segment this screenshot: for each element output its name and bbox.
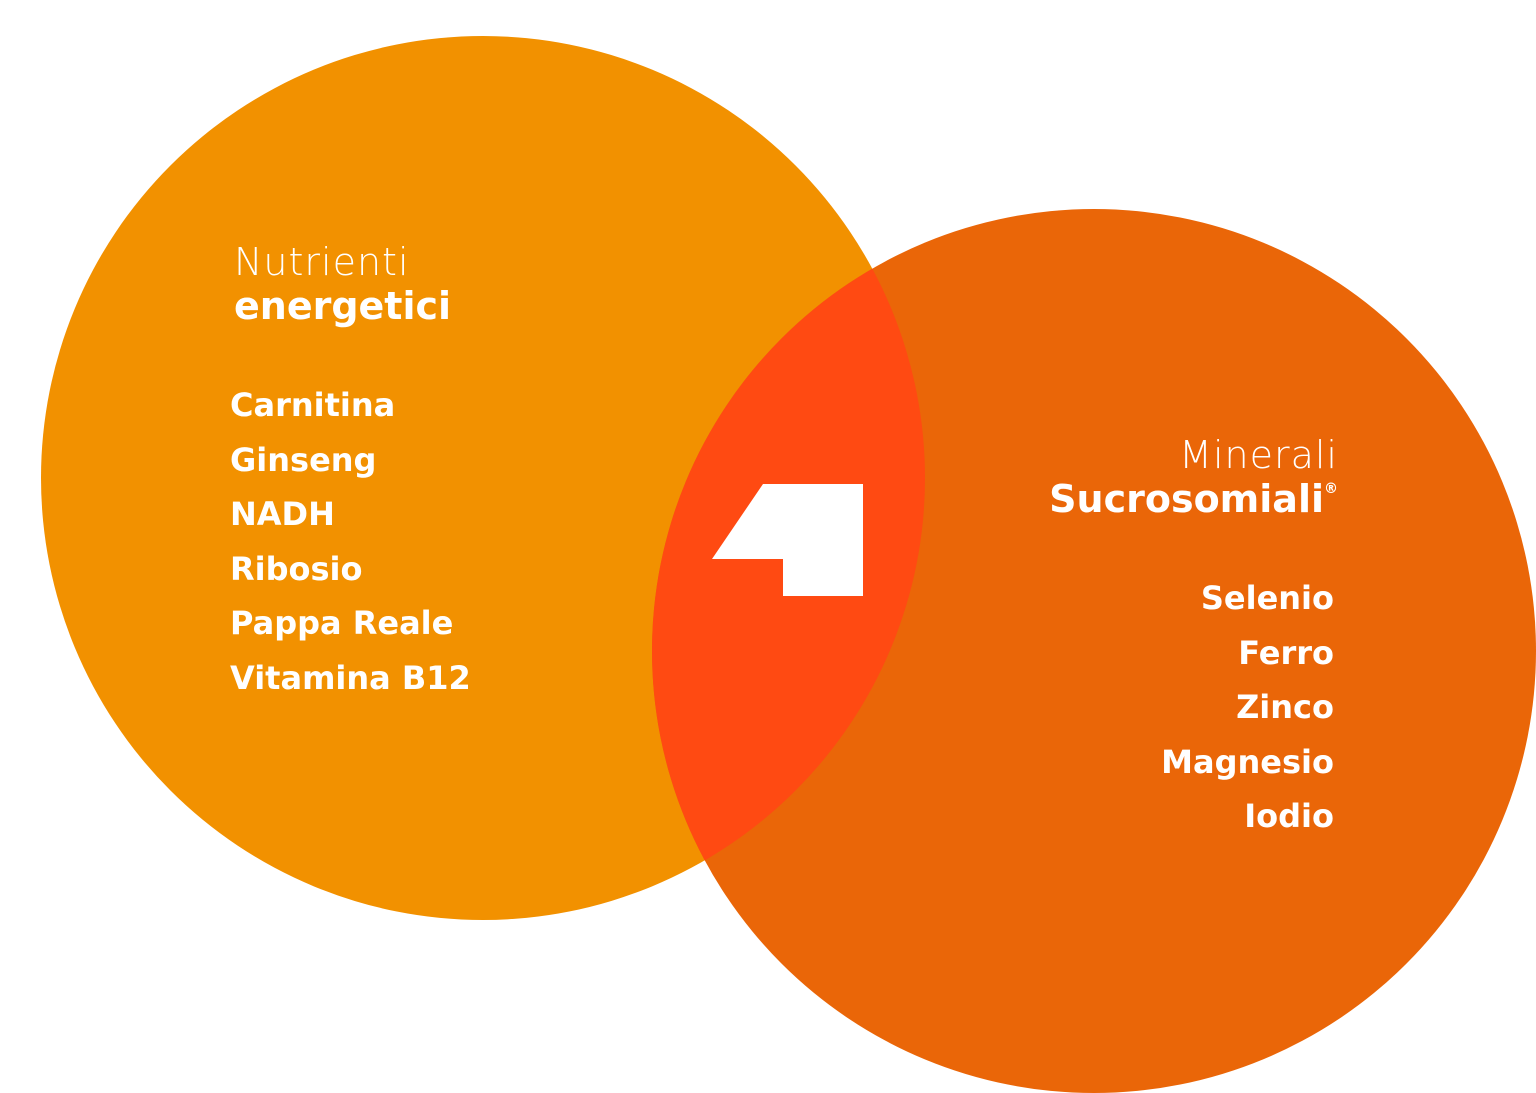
list-item: Iodio (1244, 797, 1334, 836)
left-title: Nutrienti energetici (234, 240, 451, 328)
right-title: Minerali Sucrosomiali® (1049, 433, 1338, 521)
right-title-light: Minerali (1179, 433, 1338, 477)
list-item: Pappa Reale (230, 604, 454, 643)
registered-mark: ® (1324, 481, 1338, 497)
list-item: Vitamina B12 (230, 658, 471, 697)
left-title-bold: energetici (234, 284, 452, 328)
list-item: Ferro (1238, 633, 1334, 672)
brand-logo-icon (712, 484, 863, 596)
right-title-bold-text: Sucrosomiali (1049, 477, 1324, 521)
list-item: Carnitina (230, 386, 396, 424)
list-item: Selenio (1200, 579, 1334, 617)
left-title-light: Nutrienti (234, 240, 410, 284)
list-item: Zinco (1236, 688, 1334, 727)
list-item: NADH (230, 495, 335, 534)
list-item: Magnesio (1161, 742, 1334, 781)
list-item: Ribosio (230, 549, 363, 588)
right-title-bold: Sucrosomiali® (1049, 477, 1338, 521)
left-items-list: Carnitina Ginseng NADH Ribosio Pappa Rea… (230, 378, 471, 706)
right-items-list: Selenio Ferro Zinco Magnesio Iodio (1161, 571, 1334, 844)
list-item: Ginseng (230, 440, 377, 479)
